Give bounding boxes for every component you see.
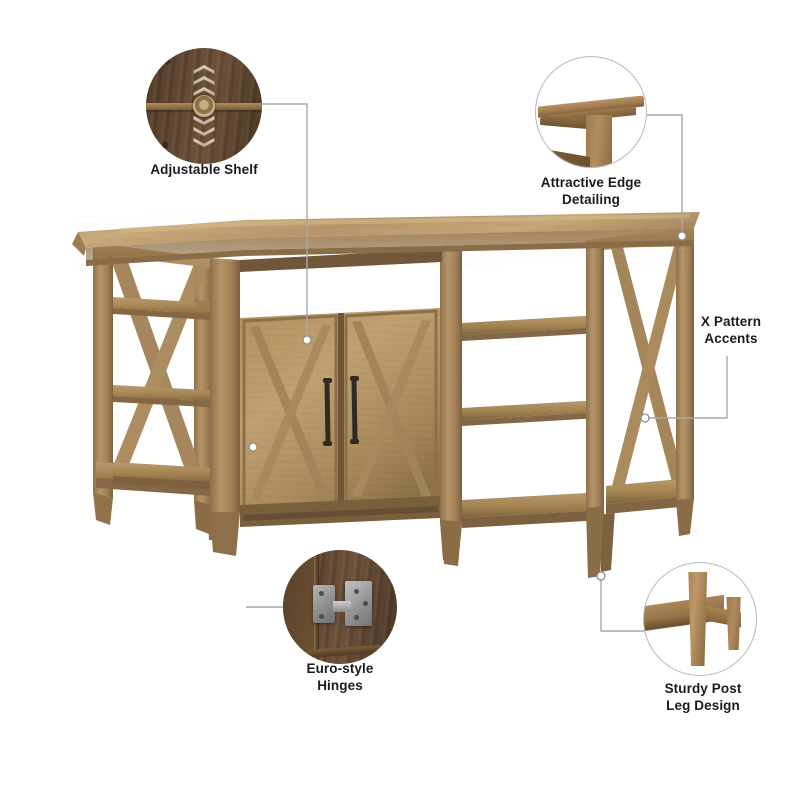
screw-icon bbox=[162, 142, 168, 148]
edge-lower-shadow bbox=[544, 148, 590, 167]
detail-bubble-edge-detailing bbox=[535, 56, 647, 168]
hinge-cup-plate bbox=[312, 585, 336, 623]
rear-post-leg bbox=[726, 596, 741, 651]
detail-bubble-euro-hinges bbox=[283, 550, 397, 664]
screw-icon bbox=[164, 58, 170, 64]
hinge-screw-icon bbox=[319, 591, 325, 597]
edge-post bbox=[586, 115, 612, 167]
chevron-down-icon bbox=[193, 116, 215, 147]
callout-label-adjustable-shelf: Adjustable Shelf bbox=[150, 162, 258, 177]
detail-bubble-post-leg bbox=[643, 562, 757, 676]
hinge-screw-icon bbox=[353, 588, 359, 594]
front-post-leg bbox=[688, 571, 708, 667]
hinge-screw-icon bbox=[353, 614, 359, 620]
chevron-up-icon bbox=[193, 65, 215, 96]
hinge-arm bbox=[333, 601, 352, 612]
cabinet-side-panel bbox=[283, 550, 315, 664]
hinge-screw-icon bbox=[362, 601, 368, 607]
detail-bubble-adjustable-shelf bbox=[146, 48, 262, 164]
hinge-screw-icon bbox=[319, 613, 325, 619]
shelf-peg-icon bbox=[193, 95, 215, 117]
